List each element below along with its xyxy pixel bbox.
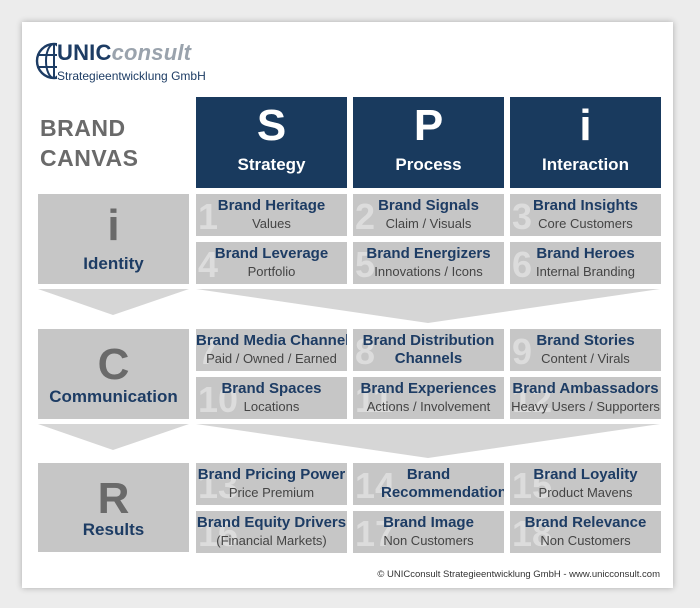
canvas-title-line2: CANVAS — [40, 145, 139, 171]
row-header-results: R Results — [38, 463, 189, 552]
down-arrow-wide — [196, 289, 660, 323]
logo-subtitle: Strategieentwicklung GmbH — [57, 69, 206, 83]
down-arrow-left — [38, 424, 189, 450]
flow-arrows-1 — [38, 289, 660, 323]
logo-wordmark: UNICconsult — [57, 40, 192, 65]
copyright-notice: © UNICconsult Strategieentwicklung GmbH … — [377, 569, 660, 580]
row-header-identity: i Identity — [38, 194, 189, 284]
row-header-communication: C Communication — [38, 329, 189, 419]
globe-icon — [35, 42, 57, 80]
flow-arrows-2 — [38, 424, 660, 458]
down-arrow-left — [38, 289, 189, 315]
canvas-title-line1: BRAND — [40, 115, 126, 141]
down-arrow-wide — [196, 424, 660, 458]
